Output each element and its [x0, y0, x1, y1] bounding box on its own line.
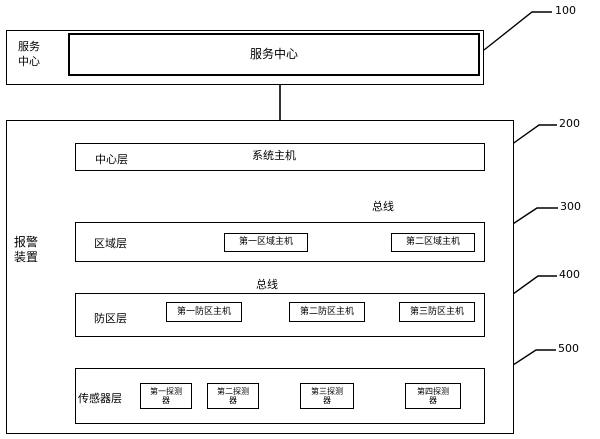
detector-2-label-line2: 器 [229, 396, 237, 405]
detector-4-box: 第四探测 器 [405, 383, 461, 409]
detector-1-label-line1: 第一探测 [150, 387, 182, 396]
zone-host-1-label: 第一区域主机 [238, 237, 293, 247]
alarm-device-label-line1: 报警 [14, 235, 39, 249]
ref-100: 100 [555, 4, 576, 17]
service-center-side-label-line1: 服务 [18, 40, 40, 53]
detector-3-box: 第三探测 器 [300, 383, 354, 409]
ref-300: 300 [560, 200, 581, 213]
defense-host-1-label: 第一防区主机 [176, 306, 231, 317]
ref-500: 500 [558, 342, 579, 355]
service-center-box: 服务中心 [68, 33, 480, 76]
service-center-side-label-line2: 中心 [18, 55, 40, 68]
detector-2-label-line1: 第二探测 [217, 387, 249, 396]
zone-host-1-box: 第一区域主机 [224, 233, 308, 252]
alarm-device-label-line2: 装置 [14, 250, 39, 264]
zone-layer-label: 区域层 [94, 237, 127, 250]
defense-host-2-box: 第二防区主机 [289, 302, 365, 322]
leader-line-100 [483, 11, 552, 51]
defense-layer-label: 防区层 [94, 312, 127, 325]
system-host-label: 系统主机 [252, 149, 296, 162]
service-center-box-label: 服务中心 [249, 47, 298, 61]
defense-host-2-label: 第二防区主机 [299, 306, 354, 317]
bus-mid-label: 总线 [256, 278, 278, 291]
center-layer-box [75, 143, 485, 171]
defense-host-3-label: 第三防区主机 [409, 306, 464, 317]
detector-4-label-line1: 第四探测 [417, 387, 449, 396]
defense-host-3-box: 第三防区主机 [399, 302, 475, 322]
detector-3-label-line2: 器 [323, 396, 331, 405]
bus-top-label: 总线 [372, 200, 394, 213]
ref-400: 400 [559, 268, 580, 281]
zone-host-2-label: 第二区域主机 [405, 237, 460, 247]
detector-4-label-line2: 器 [429, 396, 437, 405]
center-layer-label: 中心层 [95, 153, 128, 166]
detector-1-box: 第一探测 器 [140, 383, 192, 409]
detector-2-box: 第二探测 器 [207, 383, 259, 409]
sensor-layer-label: 传感器层 [78, 392, 122, 405]
defense-host-1-box: 第一防区主机 [166, 302, 242, 322]
ref-200: 200 [559, 117, 580, 130]
zone-host-2-box: 第二区域主机 [391, 233, 475, 252]
detector-3-label-line1: 第三探测 [311, 387, 343, 396]
detector-1-label-line2: 器 [162, 396, 170, 405]
